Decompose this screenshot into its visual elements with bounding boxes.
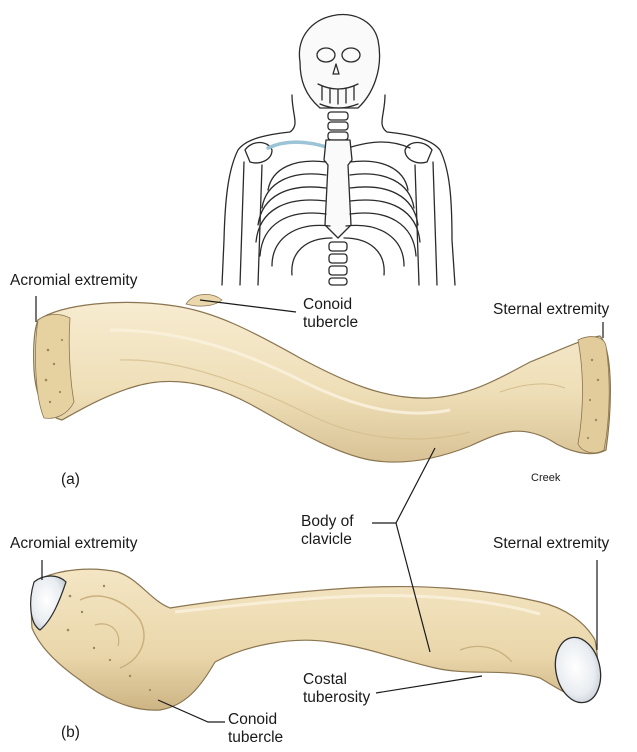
- label-sternal-extremity-a: Sternal extremity: [493, 301, 609, 319]
- panel-label-a: (a): [61, 471, 80, 489]
- leader-costal-tuberosity: [376, 676, 482, 693]
- label-conoid-tubercle-a-line1: Conoid: [303, 296, 352, 314]
- label-sternal-extremity-b: Sternal extremity: [493, 535, 609, 553]
- label-acromial-extremity-a: Acromial extremity: [10, 272, 137, 290]
- label-conoid-tubercle-b-line2: tubercle: [228, 729, 283, 747]
- label-conoid-tubercle-a-line2: tubercle: [303, 314, 358, 332]
- label-conoid-tubercle-b-line1: Conoid: [228, 711, 277, 729]
- label-costal-tuberosity-line2: tuberosity: [303, 689, 370, 707]
- skeleton-thumbnail: [222, 15, 455, 285]
- panel-label-b: (b): [61, 724, 80, 742]
- label-body-of-clavicle-line1: Body of: [301, 513, 354, 531]
- label-acromial-extremity-b: Acromial extremity: [10, 535, 137, 553]
- label-costal-tuberosity-line1: Costal: [303, 671, 347, 689]
- label-body-of-clavicle-line2: clavicle: [301, 531, 352, 549]
- artist-signature: Creek: [531, 472, 560, 485]
- leader-conoid-a: [200, 300, 296, 312]
